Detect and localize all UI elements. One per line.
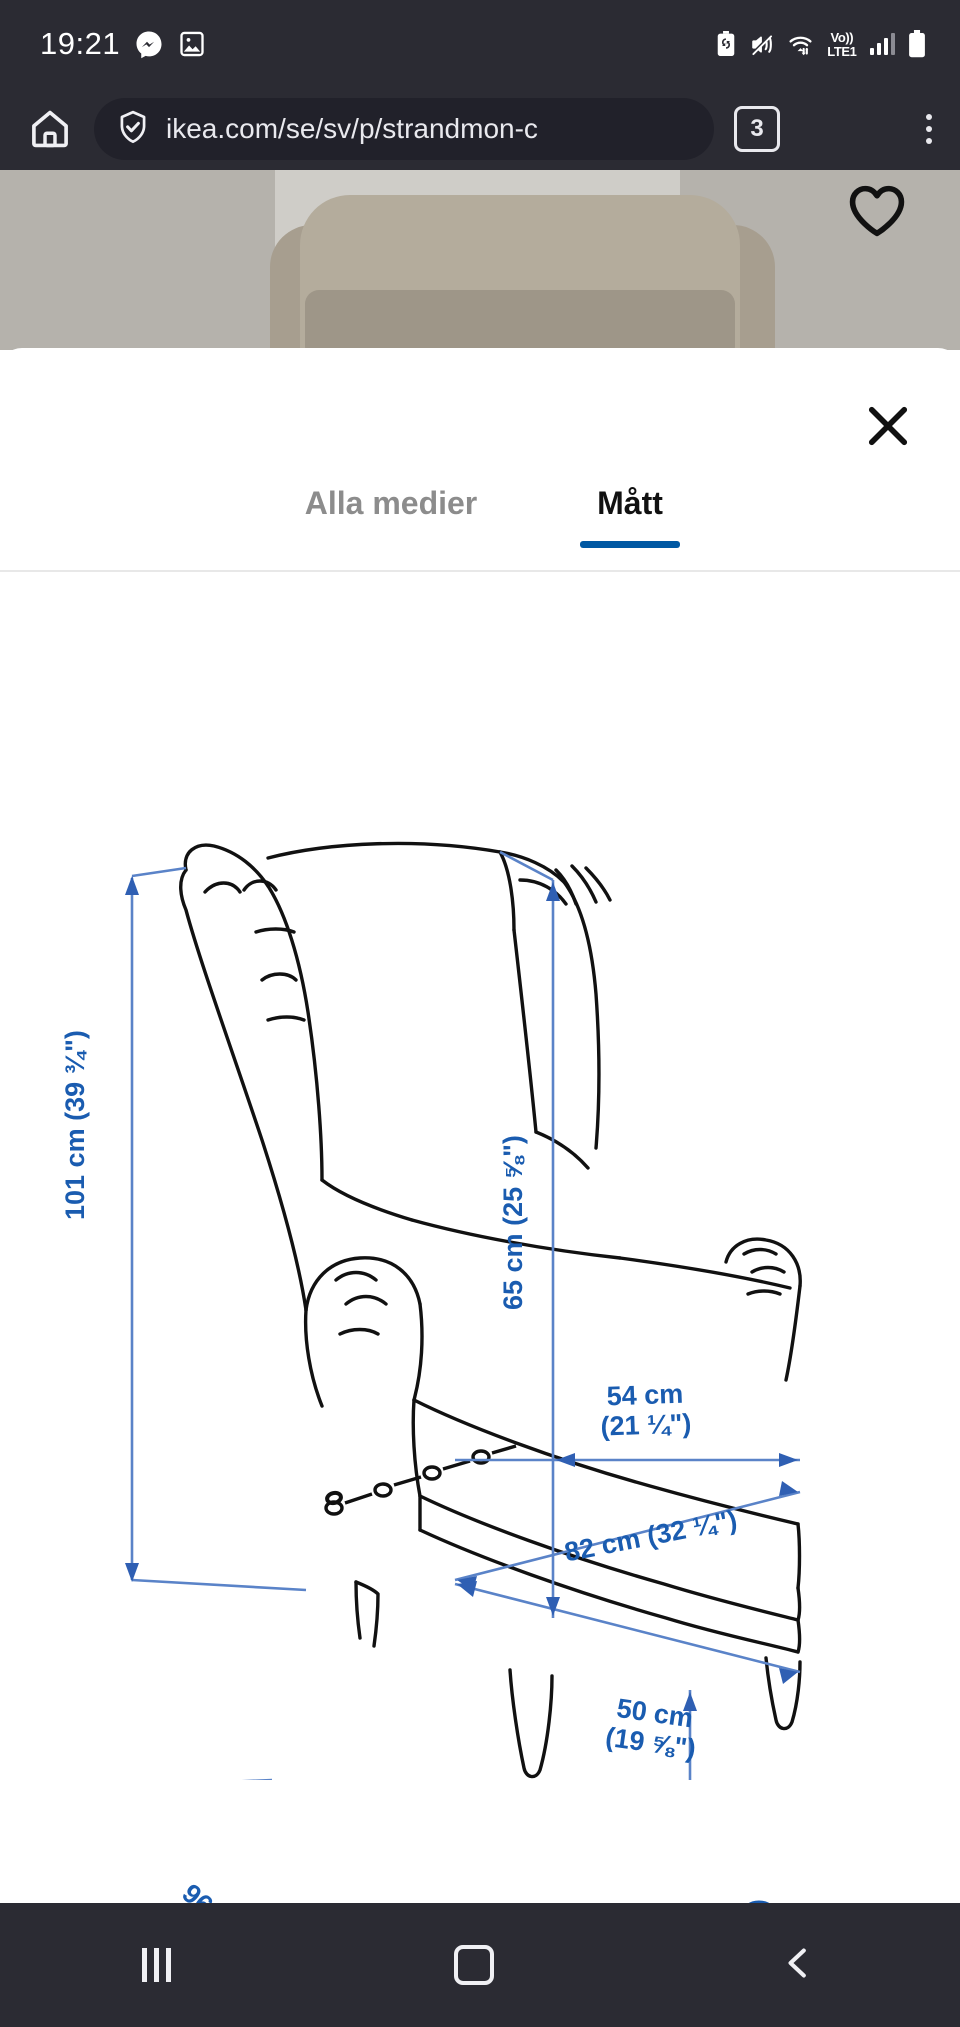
home-nav-icon[interactable] [454, 1945, 495, 1985]
shield-check-icon [114, 108, 152, 151]
signal-bars-icon [869, 33, 895, 55]
photo-backdrop-left [0, 170, 275, 350]
tabs-divider [0, 570, 960, 572]
wifi-icon [787, 31, 814, 58]
recent-apps-icon[interactable] [141, 1948, 171, 1982]
close-icon[interactable] [858, 396, 918, 456]
product-photo-background [0, 170, 960, 350]
chair-seat [305, 290, 735, 350]
mute-icon [749, 32, 774, 57]
status-bar-left: 19:21 [40, 26, 206, 62]
system-nav-bar [0, 1903, 960, 2027]
tab-counter-button[interactable]: 3 [734, 106, 780, 152]
battery-saver-icon [716, 31, 736, 57]
chair-line-drawing [125, 841, 802, 1780]
status-bar-right: Vo)) LTE1 [716, 30, 926, 58]
gallery-icon [178, 30, 206, 58]
dim-label-54cm: 54 cm (21 ¼") [600, 1378, 692, 1442]
back-nav-icon[interactable] [778, 1943, 818, 1988]
dim-label-101cm: 101 cm (39 ¾") [60, 1030, 90, 1220]
media-sheet: Alla medier Mått [0, 348, 960, 2015]
tab-alla-medier[interactable]: Alla medier [304, 485, 478, 521]
status-clock: 19:21 [40, 26, 121, 61]
volte-indicator: Vo)) LTE1 [827, 29, 857, 59]
url-text[interactable]: ikea.com/se/sv/p/strandmon-c [166, 113, 538, 144]
browser-toolbar: ikea.com/se/sv/p/strandmon-c 3 [0, 88, 960, 170]
messenger-icon [134, 29, 164, 59]
battery-icon [908, 30, 926, 58]
overflow-menu-icon[interactable] [926, 114, 932, 144]
status-bar: 19:21 [0, 0, 960, 88]
sheet-tabs: Alla medier Mått [0, 463, 960, 571]
tab-matt[interactable]: Mått [541, 463, 719, 548]
url-bar[interactable]: ikea.com/se/sv/p/strandmon-c [94, 98, 714, 160]
dimension-diagram: 101 cm (39 ¾") 65 cm (25 ⅝") 54 cm (21 ¼… [0, 580, 960, 2015]
heart-icon[interactable] [846, 182, 908, 243]
home-icon[interactable] [22, 101, 78, 157]
dim-label-50cm: 50 cm (19 ⅝") [603, 1692, 698, 1765]
dim-label-65cm: 65 cm (25 ⅝") [498, 1135, 528, 1310]
